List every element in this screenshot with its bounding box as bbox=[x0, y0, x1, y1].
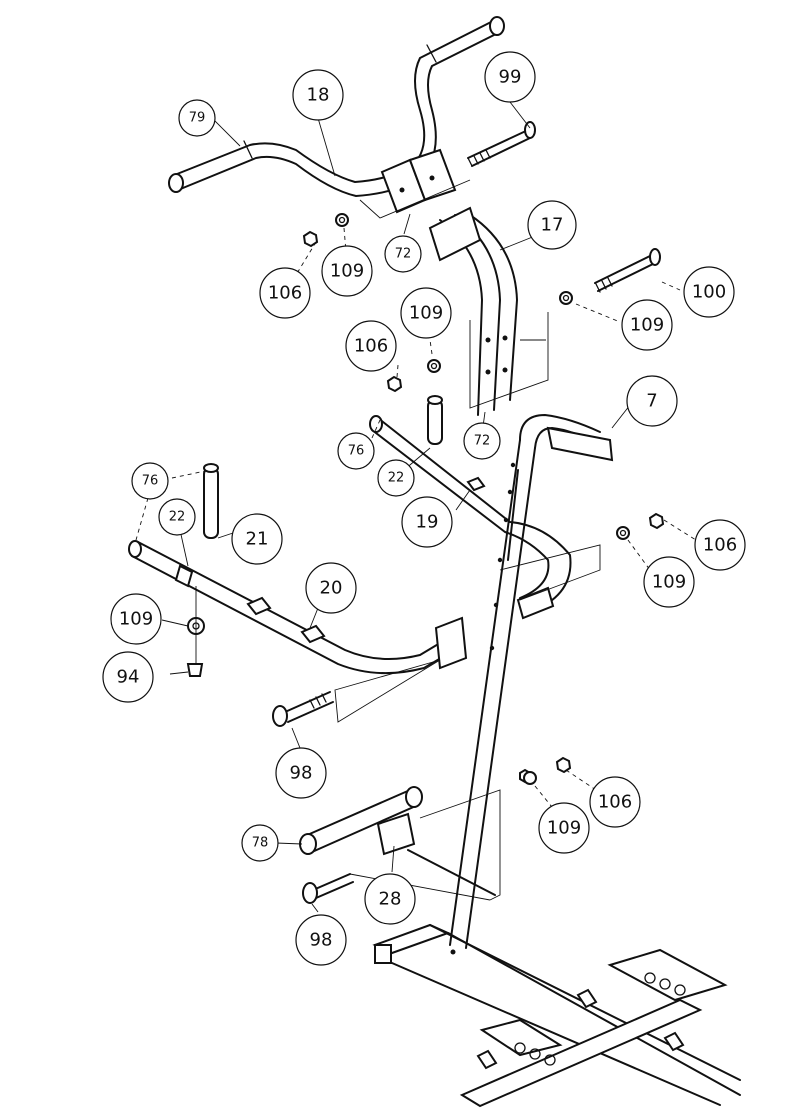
svg-text:106: 106 bbox=[703, 535, 737, 556]
svg-text:98: 98 bbox=[310, 930, 333, 951]
bolt-98-upper bbox=[272, 691, 334, 727]
svg-text:78: 78 bbox=[252, 836, 269, 851]
callout-19: 19 bbox=[401, 496, 453, 548]
svg-text:18: 18 bbox=[307, 85, 330, 106]
svg-text:109: 109 bbox=[630, 315, 664, 336]
callout-106-upper-left: 106 bbox=[259, 267, 311, 319]
svg-text:106: 106 bbox=[598, 792, 632, 813]
upper-arm-19 bbox=[369, 395, 572, 620]
callout-109-right-upper: 109 bbox=[621, 299, 673, 351]
callout-109-left: 109 bbox=[110, 593, 162, 645]
svg-text:76: 76 bbox=[348, 444, 365, 459]
svg-text:109: 109 bbox=[547, 818, 581, 839]
callout-98-upper: 98 bbox=[275, 747, 327, 799]
callout-72-upper: 72 bbox=[384, 235, 422, 273]
callout-7: 7 bbox=[626, 375, 678, 427]
main-upright-post-7 bbox=[449, 414, 614, 949]
callout-106-mid: 106 bbox=[345, 320, 397, 372]
callout-109-right: 109 bbox=[643, 556, 695, 608]
svg-text:22: 22 bbox=[388, 471, 405, 486]
callout-18: 18 bbox=[292, 69, 344, 121]
callout-106-lower: 106 bbox=[589, 776, 641, 828]
bolt-100 bbox=[594, 248, 661, 293]
svg-text:100: 100 bbox=[692, 282, 726, 303]
hardware-upper bbox=[302, 213, 665, 540]
callout-98-lower: 98 bbox=[295, 914, 347, 966]
callout-76-lower: 76 bbox=[131, 462, 169, 500]
svg-text:21: 21 bbox=[246, 529, 269, 550]
leader-lines bbox=[135, 101, 697, 913]
svg-text:109: 109 bbox=[652, 572, 686, 593]
svg-text:28: 28 bbox=[379, 889, 402, 910]
upright-arm-17 bbox=[428, 206, 518, 416]
callout-94: 94 bbox=[102, 651, 154, 703]
svg-text:109: 109 bbox=[409, 303, 443, 324]
svg-text:106: 106 bbox=[268, 283, 302, 304]
lower-grip-bar bbox=[299, 756, 572, 896]
callout-109-mid-top: 109 bbox=[400, 287, 452, 339]
callout-109-upper-left: 109 bbox=[321, 245, 373, 297]
callout-78: 78 bbox=[241, 824, 279, 862]
callout-72-lower: 72 bbox=[463, 422, 501, 460]
base-frame bbox=[372, 923, 741, 1108]
svg-text:98: 98 bbox=[290, 763, 313, 784]
callout-109-lower: 109 bbox=[538, 802, 590, 854]
svg-text:72: 72 bbox=[474, 434, 491, 449]
callout-76-upper: 76 bbox=[337, 432, 375, 470]
bolt-98-lower bbox=[302, 873, 354, 904]
svg-text:76: 76 bbox=[142, 474, 159, 489]
lower-arm-20 bbox=[128, 463, 468, 677]
bolt-99 bbox=[467, 121, 536, 167]
svg-text:94: 94 bbox=[117, 667, 140, 688]
svg-text:20: 20 bbox=[320, 578, 343, 599]
callout-99: 99 bbox=[484, 51, 536, 103]
svg-text:7: 7 bbox=[646, 391, 657, 412]
svg-text:79: 79 bbox=[189, 111, 206, 126]
callout-28: 28 bbox=[364, 873, 416, 925]
svg-text:109: 109 bbox=[330, 261, 364, 282]
callout-106-right: 106 bbox=[694, 519, 746, 571]
svg-text:106: 106 bbox=[354, 336, 388, 357]
svg-text:19: 19 bbox=[416, 512, 439, 533]
callout-20: 20 bbox=[305, 562, 357, 614]
callout-22-lower: 22 bbox=[158, 498, 196, 536]
svg-text:72: 72 bbox=[395, 247, 412, 262]
svg-text:22: 22 bbox=[169, 510, 186, 525]
callout-22-upper: 22 bbox=[377, 459, 415, 497]
svg-text:99: 99 bbox=[499, 67, 522, 88]
callout-21: 21 bbox=[231, 513, 283, 565]
top-curl-bar bbox=[168, 16, 505, 214]
callout-100: 100 bbox=[683, 266, 735, 318]
callout-79: 79 bbox=[178, 99, 216, 137]
callout-17: 17 bbox=[527, 200, 577, 250]
svg-text:17: 17 bbox=[541, 215, 564, 236]
svg-text:109: 109 bbox=[119, 609, 153, 630]
